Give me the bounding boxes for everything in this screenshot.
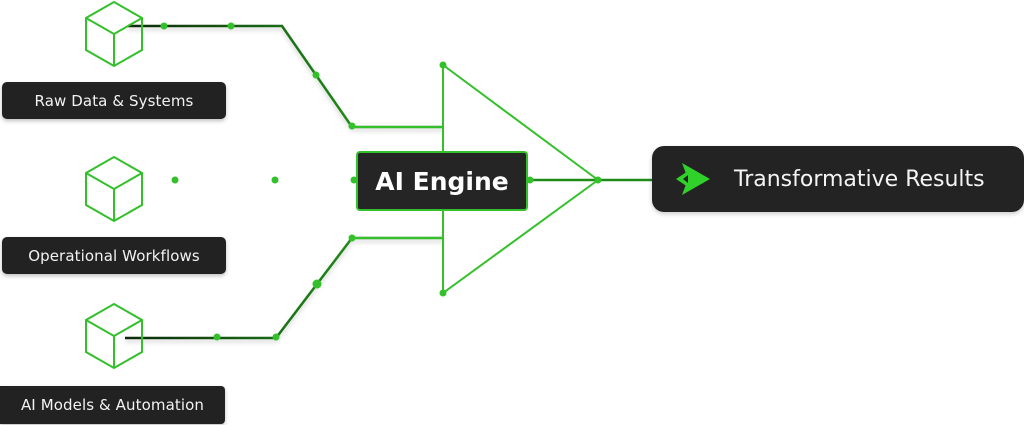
- node: [350, 176, 358, 184]
- node: [171, 176, 179, 184]
- node: [439, 61, 447, 69]
- input-label-ai-models: AI Models & Automation: [0, 386, 225, 424]
- cube-icon: [85, 0, 143, 68]
- node: [348, 234, 356, 242]
- cube-icon: [85, 155, 143, 223]
- node: [227, 22, 235, 30]
- node: [271, 176, 279, 184]
- node: [312, 279, 322, 289]
- node: [160, 22, 168, 30]
- node: [272, 333, 280, 341]
- node: [594, 176, 602, 184]
- node: [439, 289, 447, 297]
- input-label-operational-workflows: Operational Workflows: [2, 237, 226, 274]
- node: [312, 71, 320, 79]
- node: [348, 122, 356, 130]
- cube-icon: [85, 302, 143, 370]
- node: [526, 176, 534, 184]
- node: [213, 333, 221, 341]
- play-arrow-icon: [676, 163, 710, 195]
- input-label-raw-data: Raw Data & Systems: [2, 82, 226, 119]
- ai-engine-box: AI Engine: [356, 151, 528, 211]
- transformative-results-box: Transformative Results: [652, 146, 1024, 212]
- results-label: Transformative Results: [734, 166, 985, 192]
- wire-nodes: [160, 22, 602, 341]
- arrow-shape: [352, 64, 599, 294]
